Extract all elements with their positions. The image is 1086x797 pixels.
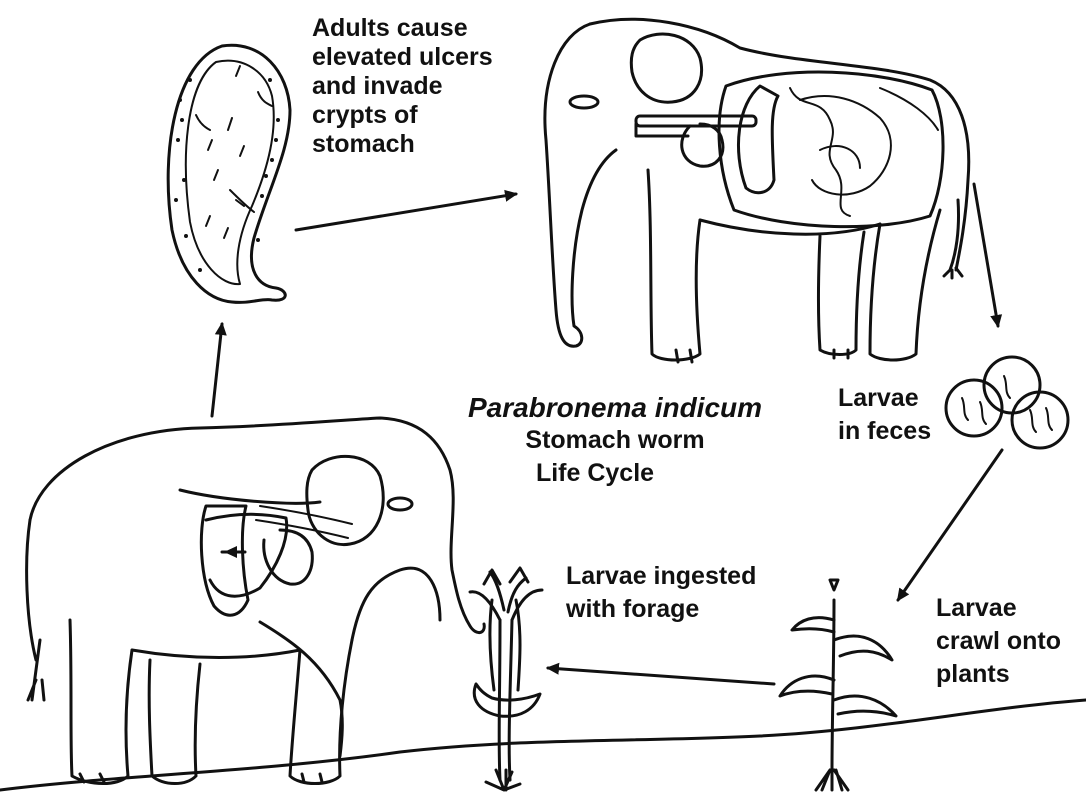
forage-plant-right <box>780 580 896 790</box>
label-adults: Adults cause elevated ulcers and invade … <box>312 14 493 159</box>
life-cycle-subtitle: Life Cycle <box>380 459 810 488</box>
label-crawl-line-3: plants <box>936 660 1061 689</box>
arrow-stomach-to-adult <box>296 194 516 230</box>
label-crawl-line-2: crawl onto <box>936 627 1061 656</box>
larvae-eggs <box>946 357 1068 448</box>
label-crawl-line-1: Larvae <box>936 594 1061 623</box>
elephant-top <box>545 19 969 362</box>
label-ingested: Larvae ingested with forage <box>566 562 756 624</box>
title-block: Parabronema indicum Stomach worm Life Cy… <box>420 392 810 488</box>
label-adults-line-4: crypts of <box>312 101 493 130</box>
arrow-plant-to-ingestion <box>548 668 774 684</box>
label-adults-line-5: stomach <box>312 130 493 159</box>
arrow-feces-to-plant <box>898 450 1002 600</box>
arrow-adult-to-feces <box>974 184 998 326</box>
label-ingested-line-1: Larvae ingested <box>566 562 756 591</box>
label-feces-line-2: in feces <box>838 417 931 446</box>
stomach-illustration <box>168 45 290 302</box>
label-feces: Larvae in feces <box>838 384 931 446</box>
label-adults-line-3: and invade <box>312 72 493 101</box>
forage-plant-eaten <box>470 568 542 790</box>
label-adults-line-2: elevated ulcers <box>312 43 493 72</box>
label-feces-line-1: Larvae <box>838 384 931 413</box>
scientific-name: Parabronema indicum <box>420 392 810 424</box>
arrow-host-to-stomach <box>212 324 222 416</box>
label-ingested-line-2: with forage <box>566 595 756 624</box>
ground-line <box>0 700 1086 790</box>
label-crawl: Larvae crawl onto plants <box>936 594 1061 689</box>
label-adults-line-1: Adults cause <box>312 14 493 43</box>
common-name: Stomach worm <box>420 426 810 455</box>
